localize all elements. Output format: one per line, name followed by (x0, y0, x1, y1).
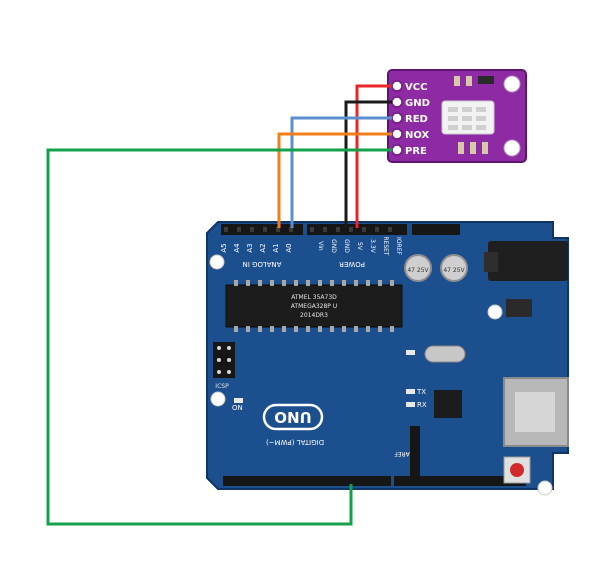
mount-hole (487, 304, 503, 320)
wire-pre (46, 148, 392, 526)
analog-header (221, 224, 303, 235)
pin-pad (391, 96, 403, 108)
power-header (307, 224, 407, 235)
power-pin-label: GND (330, 239, 337, 253)
sensor-pin-vcc: VCC (391, 80, 427, 93)
atmega-chip (225, 284, 403, 328)
sensor-component (466, 76, 472, 86)
capacitor-text: 47 25V (443, 267, 465, 274)
sensor-component (454, 76, 460, 86)
arduino-uno-board: 47 25V 47 25V ATMEL 35A73D ATMEGA328P U … (206, 221, 569, 496)
sensor-pin-label: PRE (405, 146, 427, 157)
rx-label: RX (417, 401, 427, 409)
digital-header-label: DIGITAL (PWM~) (266, 438, 324, 446)
pin-pad (391, 80, 403, 92)
analog-pin-label: A0 (285, 243, 293, 252)
tx-label: TX (416, 388, 426, 396)
tx-led (406, 389, 415, 394)
header-right (410, 426, 420, 476)
digital-header (223, 476, 391, 486)
uno-logo-frame (262, 403, 324, 431)
analog-pin-label: A5 (220, 243, 228, 252)
pin-pad (391, 112, 403, 124)
analog-pin-label: A2 (259, 243, 267, 252)
reset-button-cap (510, 463, 524, 477)
power-pin-label: RESET (382, 236, 389, 256)
sensor-pin-nox: NOX (391, 128, 430, 141)
capacitor-text: 47 25V (407, 267, 429, 274)
mount-hole (209, 254, 225, 270)
capacitor (404, 254, 432, 282)
sensor-pin-label: RED (405, 114, 428, 125)
chip-text-line-1: ATMEL 35A73D (291, 294, 337, 301)
power-pin-labels: Vin GND GND 5V 3.3V RESET IOREF (317, 236, 402, 256)
power-header-label: POWER (339, 260, 365, 268)
analog-pin-label: A1 (272, 243, 280, 252)
sensor-component (478, 76, 494, 84)
sensor-mount-hole (503, 75, 521, 93)
top-right-header (412, 224, 460, 235)
power-pin-label: 5V (356, 242, 363, 251)
mount-hole (210, 391, 226, 407)
mount-hole (537, 480, 553, 496)
rx-led (406, 402, 415, 407)
sensor-pin-label: VCC (405, 82, 427, 93)
sensor-component (482, 142, 488, 154)
analog-pin-label: A4 (233, 243, 241, 253)
wire-vcc (355, 84, 392, 228)
gas-sensor-module: VCC GND RED NOX PRE (387, 69, 527, 163)
regulator (506, 299, 532, 317)
crystal (424, 345, 466, 363)
sensor-component (470, 142, 476, 154)
icsp-label: ICSP (215, 383, 229, 390)
chip-text-line-2: ATMEGA328P U (291, 303, 337, 310)
sensor-mount-hole (503, 139, 521, 157)
pin-pad (391, 128, 403, 140)
l-led (406, 350, 415, 355)
sensor-pin-pre: PRE (391, 144, 427, 157)
sensor-component (458, 142, 464, 154)
sensor-pin-red: RED (391, 112, 428, 125)
analog-header-label: ANALOG IN (243, 260, 282, 268)
icsp-header (213, 342, 235, 378)
wires (46, 84, 392, 526)
digital-header-2 (394, 476, 526, 486)
sensor-pin-label: NOX (405, 130, 430, 141)
power-pin-label: Vin (317, 241, 324, 251)
uno-logo: UNO (274, 408, 312, 426)
on-label: ON (232, 404, 243, 412)
power-pin-label: 3.3V (369, 239, 376, 254)
analog-pin-labels: A5 A4 A3 A2 A1 A0 (220, 243, 293, 253)
capacitor (440, 254, 468, 282)
wire-red (290, 116, 392, 228)
power-pin-label: GND (343, 239, 350, 253)
power-pin-label: IOREF (395, 237, 402, 255)
analog-pin-label: A3 (246, 243, 254, 252)
usb-controller-chip (434, 390, 462, 418)
aref-label: AREF (394, 450, 410, 457)
sensor-pin-gnd: GND (391, 96, 430, 109)
sensor-pin-label: GND (405, 98, 430, 109)
wire-gnd (344, 100, 392, 228)
power-jack (488, 241, 568, 281)
on-led (234, 398, 243, 403)
wire-nox (277, 132, 392, 228)
chip-text-line-3: 2014DR3 (300, 312, 328, 319)
pin-pad (391, 144, 403, 156)
